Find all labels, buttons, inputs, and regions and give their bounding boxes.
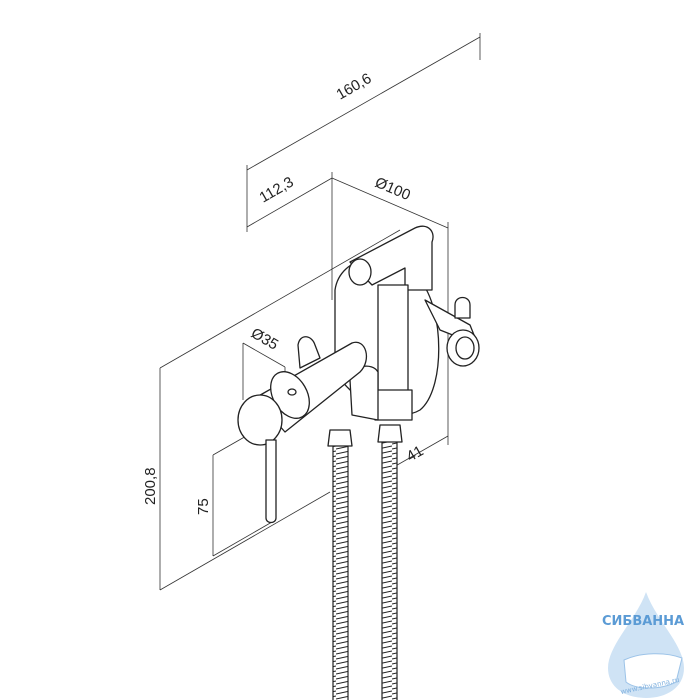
indicator-dot [287,388,297,396]
wall-clip [297,336,321,369]
hose-nut-left [327,429,353,447]
spray-nozzle [348,258,372,286]
hose-right [381,439,398,700]
dim-handle-height: 75 [195,498,212,515]
water-drop-icon [608,592,684,698]
mixer-cap [237,394,283,446]
dim-holder-offset: 41 [404,442,427,465]
hose-left [332,439,349,700]
spray-handle [377,284,409,396]
dim-overall-height: 200,8 [142,467,159,505]
dim-holder-diameter: Ø100 [372,174,412,204]
bracket-lug [454,296,471,319]
handle-collar [374,389,413,421]
dim-overall-depth: 160,6 [334,70,375,103]
dim-handle-diameter: Ø35 [248,325,281,354]
hose-nut-right [377,424,403,443]
lever-handle [265,439,277,524]
watermark-logo: СИБВАННА www.sibvanna.ru [596,590,700,700]
watermark-brand: СИБВАННА [602,614,685,629]
dimension-lines [159,33,481,591]
hoses [327,424,403,700]
connection-ring-inner [455,336,475,360]
